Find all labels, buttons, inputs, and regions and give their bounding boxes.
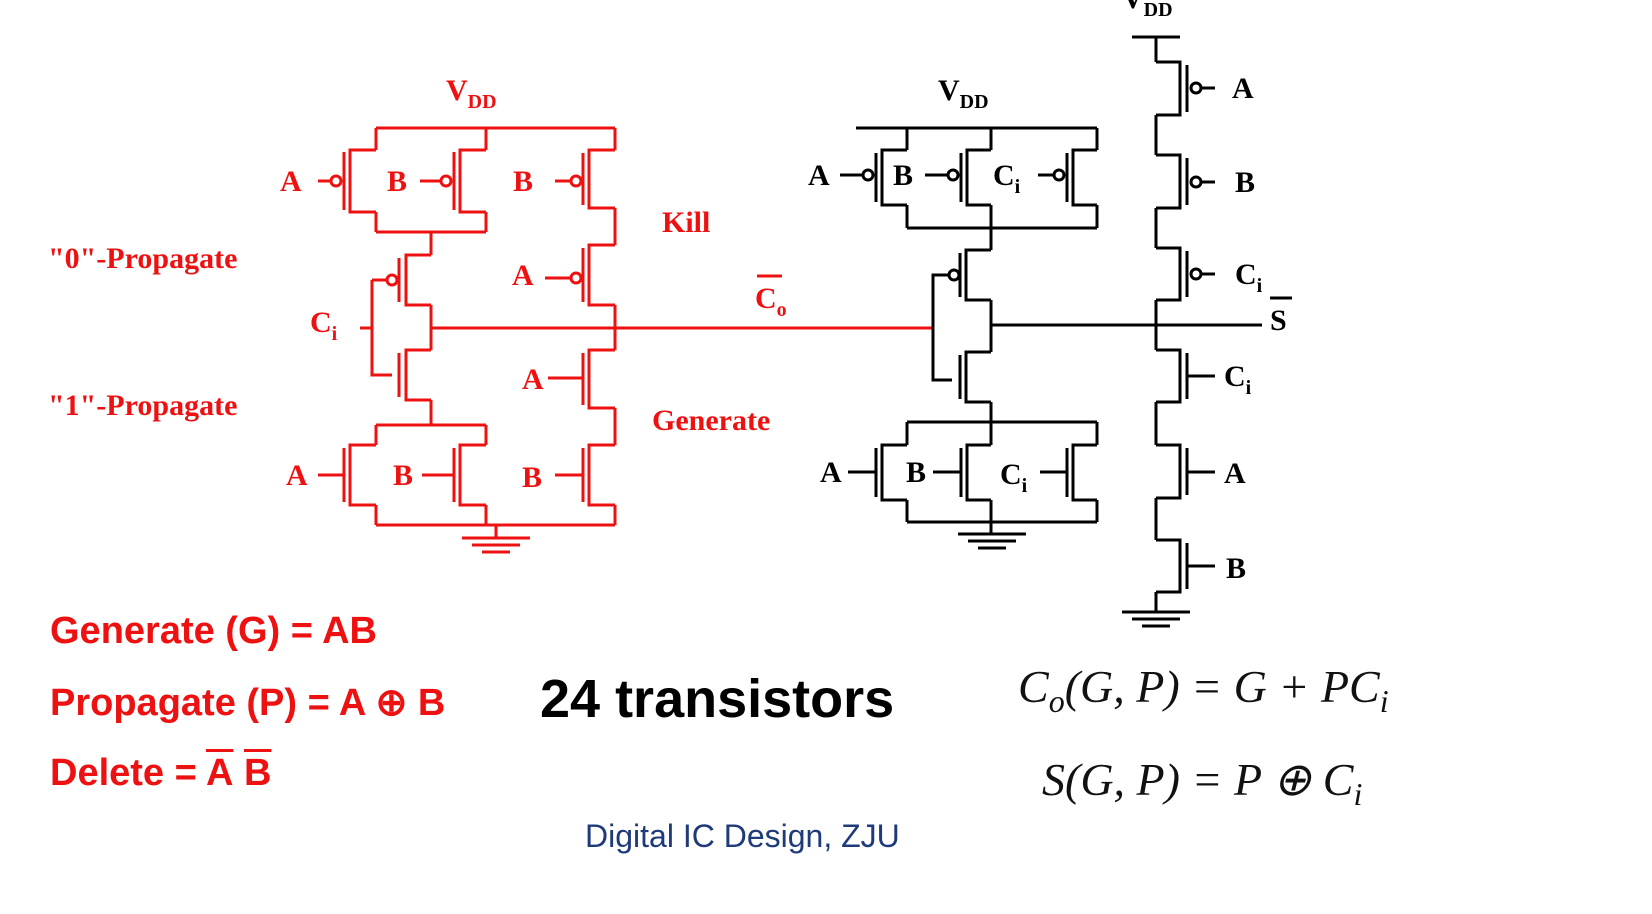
sum-circuit [840,126,1262,550]
a-gate-label: A [280,165,302,198]
kill-label: Kill [662,206,710,239]
carry-circuit [318,126,933,554]
one-propagate-label: "1"-Propagate [48,389,237,422]
a-gate-label: A [512,259,534,292]
vdd-label-red: VDD [446,74,497,113]
delete-prefix: Delete = [50,752,206,794]
co-bar-label: Co [755,282,787,321]
a-gate-label: A [522,363,544,396]
b-bar: B [243,752,272,794]
ci-gate-label: Ci [1000,458,1028,497]
vdd-label-top: VDD [1122,0,1173,21]
ci-gate-label: Ci [993,159,1021,198]
b-gate-label: B [1235,166,1255,199]
b-gate-label: B [1226,552,1246,585]
a-gate-label: A [808,159,830,192]
output-stack [1122,35,1215,628]
b-gate-label: B [393,459,413,492]
a-bar: A [205,752,234,794]
ci-label-red: Ci [310,306,338,345]
propagate-equation: Propagate (P) = A ⊕ B [50,682,446,724]
ci-gate-label: Ci [1235,258,1263,297]
b-gate-label: B [522,461,542,494]
s-bar-label: S [1270,304,1287,337]
a-gate-label: A [1232,72,1254,105]
transistor-count: 24 transistors [540,669,895,729]
ci-gate-label: Ci [1224,360,1252,399]
vdd-label-black: VDD [938,74,989,113]
b-gate-label: B [893,159,913,192]
a-gate-label: A [1224,457,1246,490]
b-gate-label: B [387,165,407,198]
sum-expression: S(G, P) = P ⊕ Ci [1042,754,1363,813]
zero-propagate-label: "0"-Propagate [48,242,237,275]
a-gate-label: A [286,459,308,492]
generate-equation: Generate (G) = AB [50,610,377,652]
a-gate-label: A [820,456,842,489]
b-gate-label: B [906,456,926,489]
generate-label: Generate [652,404,770,437]
carry-expression: Co(G, P) = G + PCi [1018,661,1389,720]
b-gate-label: B [513,165,533,198]
footer-text: Digital IC Design, ZJU [585,818,900,854]
delete-equation: Delete = A B [50,752,271,795]
